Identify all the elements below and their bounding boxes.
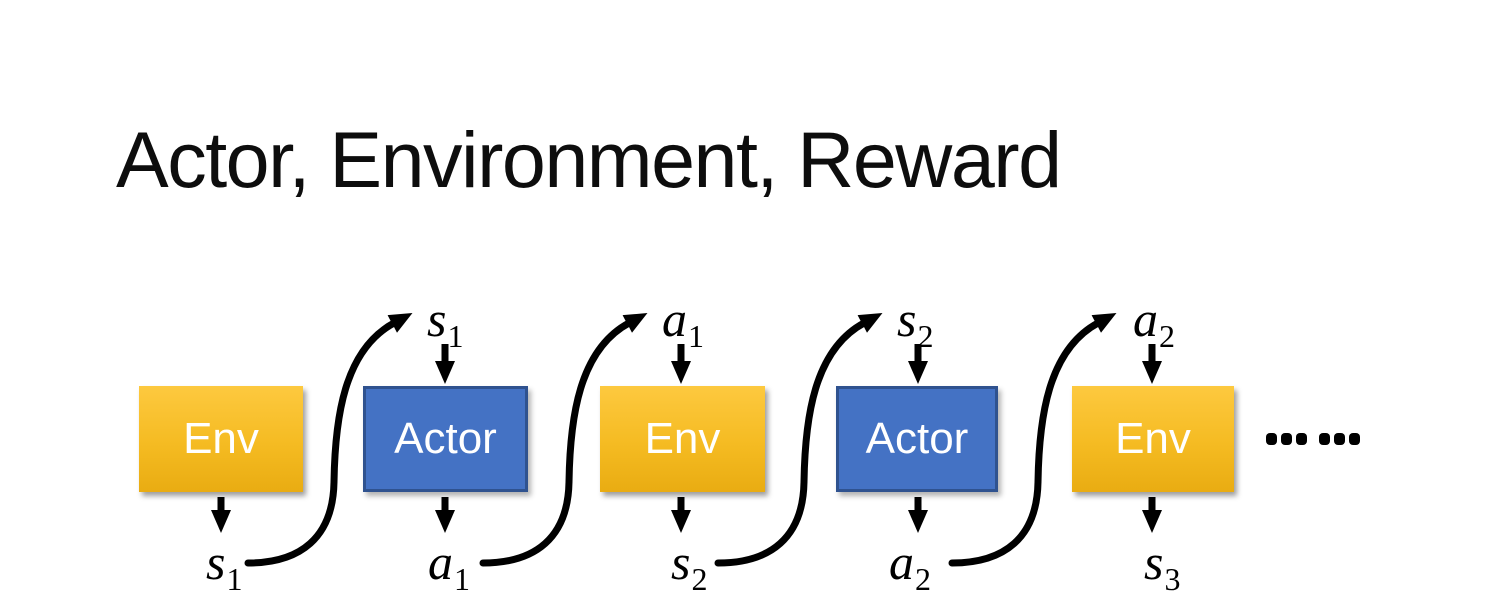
top-label-s2: s2 [897,291,934,354]
top-label-a2: a2 [1133,291,1175,354]
env-box-1: Env [139,386,303,492]
actor-box-1: Actor [363,386,528,492]
actor-box-2-label: Actor [865,414,969,463]
bottom-label-a2: a2 [889,534,931,597]
bottom-label-a1: a1 [428,534,470,597]
env-box-2-label: Env [644,414,721,463]
curve-arrow-s2 [714,313,883,567]
top-label-a1: a1 [662,291,704,354]
ellipsis-dot [1319,433,1330,445]
env-box-3-label: Env [1115,414,1191,463]
ellipsis-dot [1296,433,1307,445]
curve-arrow-a2 [948,313,1117,567]
top-label-s1: s1 [427,291,464,354]
ellipsis-icon [1266,433,1364,445]
ellipsis-dot [1349,433,1360,445]
ellipsis-dot [1334,433,1345,445]
actor-box-2: Actor [836,386,998,492]
env-box-3: Env [1072,386,1234,492]
bottom-label-s1: s1 [206,534,243,597]
bottom-label-s2: s2 [671,534,708,597]
env-box-1-label: Env [183,414,259,463]
bottom-label-s3: s3 [1144,534,1181,597]
slide-title: Actor, Environment, Reward [116,115,1062,204]
env-box-2: Env [600,386,765,492]
ellipsis-dot [1281,433,1292,445]
ellipsis-dot [1266,433,1277,445]
curve-arrow-s1 [244,313,413,567]
actor-box-1-label: Actor [394,414,497,463]
curve-arrow-a1 [479,313,648,567]
